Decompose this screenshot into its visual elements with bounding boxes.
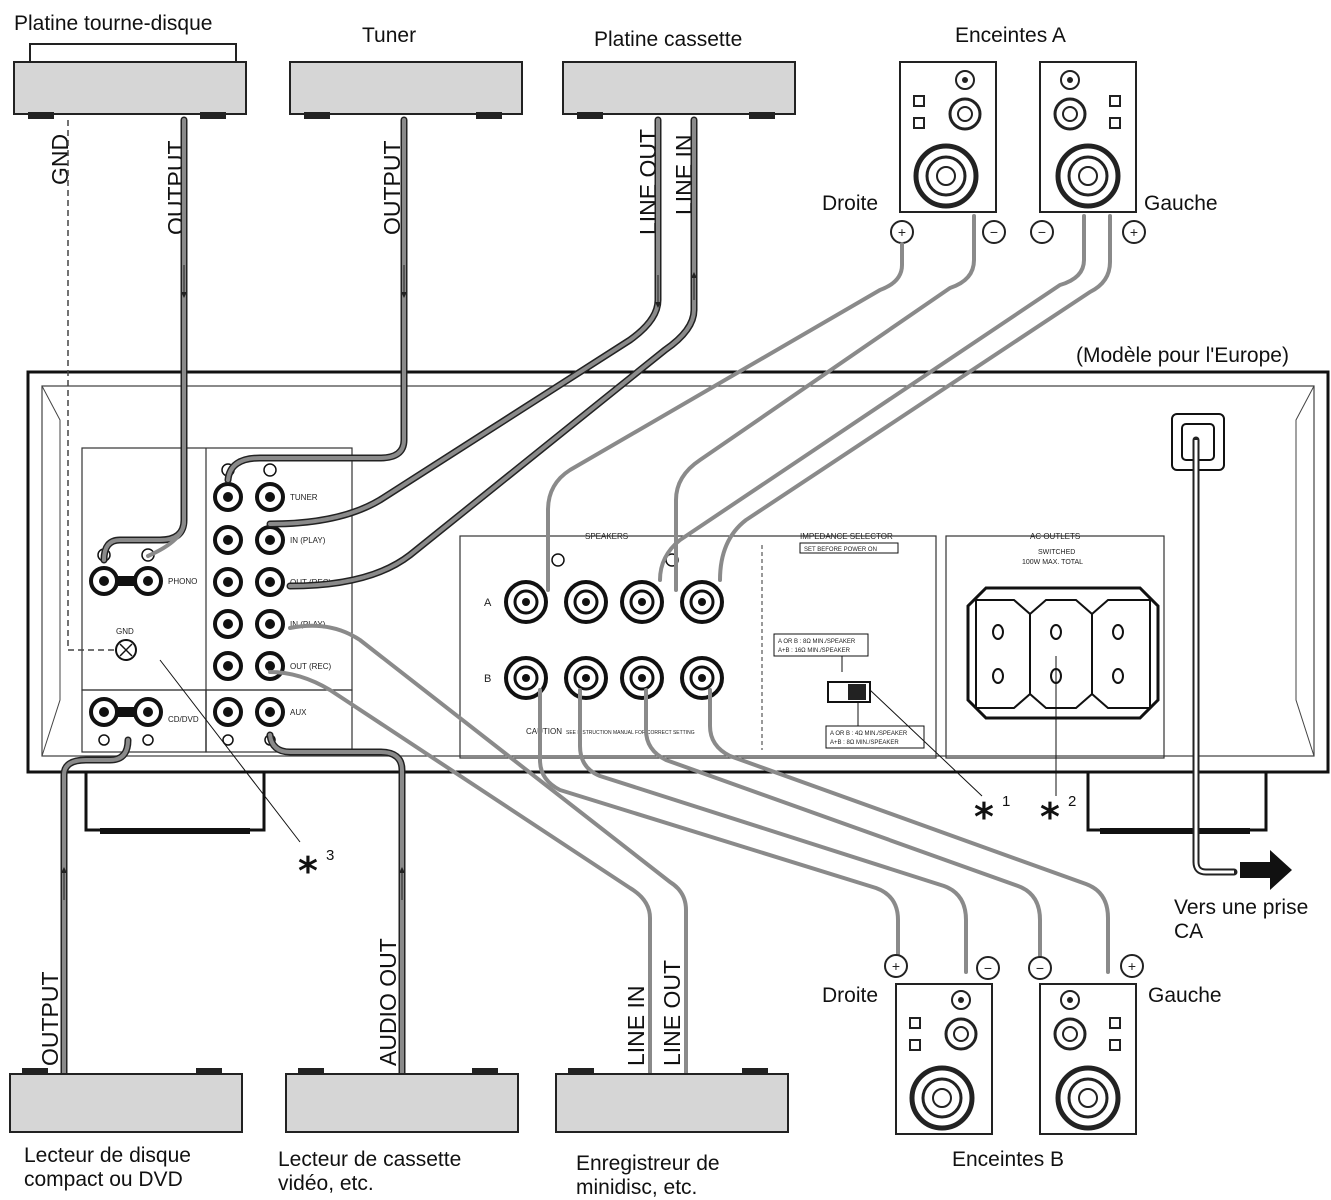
- polarity-minus: −: [990, 224, 998, 240]
- phono-label: PHONO: [168, 577, 197, 586]
- cables: [60, 116, 1238, 1078]
- impedance-option-4: A+B : 8Ω MIN./SPEAKER: [830, 740, 899, 746]
- polarity-plus: +: [898, 224, 906, 240]
- row-md-in-jacks: [213, 609, 285, 639]
- cd-dvd-jacks: [89, 697, 163, 746]
- tape-deck-device: [562, 61, 796, 119]
- tuner-panel-label: TUNER: [290, 493, 318, 502]
- vcr-label-line2: vidéo, etc.: [278, 1172, 374, 1195]
- ac-outlet-sockets: [966, 586, 1160, 720]
- turntable-label: Platine tourne-disque: [14, 12, 212, 35]
- caution-sub-label: SEE INSTRUCTION MANUAL FOR CORRECT SETTI…: [566, 730, 695, 736]
- footnote-number-3: 3: [326, 847, 334, 864]
- speaker-b-left-label: Gauche: [1148, 984, 1222, 1007]
- polarity-minus: −: [1036, 960, 1044, 976]
- md-device: [555, 1068, 789, 1133]
- vcr-audio-out-label: AUDIO OUT: [375, 938, 401, 1066]
- cd-dvd-label-line1: Lecteur de disque: [24, 1144, 191, 1167]
- speaker-a-right-label: Droite: [822, 192, 878, 215]
- gnd-terminal-label: GND: [116, 627, 134, 636]
- cd-dvd-device: [9, 1068, 243, 1133]
- ac-max-label: 100W MAX. TOTAL: [1022, 559, 1083, 566]
- speakers-panel-label: SPEAKERS: [585, 532, 628, 541]
- gnd-cable-label: GND: [47, 134, 73, 185]
- row-tape-out-jacks: [213, 567, 285, 597]
- impedance-sub-label: SET BEFORE POWER ON: [804, 547, 877, 553]
- model-note: (Modèle pour l'Europe): [1076, 344, 1289, 367]
- turntable-device: [13, 43, 247, 119]
- footnote-star-3: *: [298, 849, 318, 893]
- footnote-number-2: 2: [1068, 793, 1076, 810]
- polarity-plus: +: [1128, 958, 1136, 974]
- ac-note-line1: Vers une prise: [1174, 896, 1308, 919]
- gnd-terminal: [115, 639, 137, 661]
- speaker-a-left: [1039, 61, 1137, 213]
- speaker-b-left: [1039, 983, 1137, 1135]
- md-out-panel-label: OUT (REC): [290, 662, 332, 671]
- impedance-option-1: A OR B : 8Ω MIN./SPEAKER: [778, 639, 856, 645]
- polarity-symbols-b: + − − +: [884, 954, 1144, 980]
- phono-jacks: [89, 548, 163, 596]
- impedance-switch[interactable]: A OR B : 8Ω MIN./SPEAKER A+B : 16Ω MIN./…: [773, 633, 925, 749]
- impedance-label: IMPEDANCE SELECTOR: [800, 532, 893, 541]
- polarity-symbols-a: + − − +: [890, 220, 1146, 244]
- md-line-in-label: LINE IN: [623, 985, 649, 1066]
- ac-arrow: [1240, 850, 1292, 890]
- footnote-number-1: 1: [1002, 793, 1010, 810]
- tape-deck-label: Platine cassette: [594, 28, 742, 51]
- vcr-label-line1: Lecteur de cassette: [278, 1148, 461, 1171]
- ac-note-line2: CA: [1174, 920, 1203, 943]
- row-md-out-jacks: [213, 651, 285, 681]
- vcr-device: [285, 1068, 519, 1133]
- speaker-a-left-label: Gauche: [1144, 192, 1218, 215]
- row-tuner-jacks: [213, 482, 285, 512]
- row-a-label: A: [484, 597, 492, 609]
- footnote-star-2: *: [1040, 795, 1060, 839]
- polarity-minus: −: [1038, 224, 1046, 240]
- speaker-a-right: [899, 61, 997, 213]
- polarity-plus: +: [1130, 224, 1138, 240]
- ac-switched-label: SWITCHED: [1038, 549, 1075, 556]
- row-b-label: B: [484, 673, 491, 685]
- cd-dvd-label-line2: compact ou DVD: [24, 1168, 183, 1191]
- impedance-option-2: A+B : 16Ω MIN./SPEAKER: [778, 648, 851, 654]
- ac-outlets-label: AC OUTLETS: [1030, 532, 1080, 541]
- speaker-b-right: [895, 983, 993, 1135]
- row-aux-jacks: [213, 697, 285, 727]
- polarity-plus: +: [892, 958, 900, 974]
- speakers-a-label: Enceintes A: [955, 24, 1066, 47]
- tuner-device: [289, 61, 523, 119]
- speaker-b-right-label: Droite: [822, 984, 878, 1007]
- md-line-out-label: LINE OUT: [659, 960, 685, 1066]
- aux-panel-label: AUX: [290, 708, 307, 717]
- impedance-option-3: A OR B : 4Ω MIN./SPEAKER: [830, 731, 908, 737]
- cd-dvd-panel-label: CD/DVD: [168, 715, 199, 724]
- caution-label: CAUTION: [526, 727, 562, 736]
- tape-in-panel-label: IN (PLAY): [290, 536, 326, 545]
- speakers-b-label: Enceintes B: [952, 1148, 1064, 1171]
- cd-output-label: OUTPUT: [37, 971, 63, 1066]
- footnote-star-1: *: [974, 795, 994, 839]
- md-label-line1: Enregistreur de: [576, 1152, 720, 1175]
- md-label-line2: minidisc, etc.: [576, 1176, 697, 1199]
- polarity-minus: −: [984, 960, 992, 976]
- tuner-label: Tuner: [362, 24, 416, 47]
- speaker-terminals: [504, 553, 724, 700]
